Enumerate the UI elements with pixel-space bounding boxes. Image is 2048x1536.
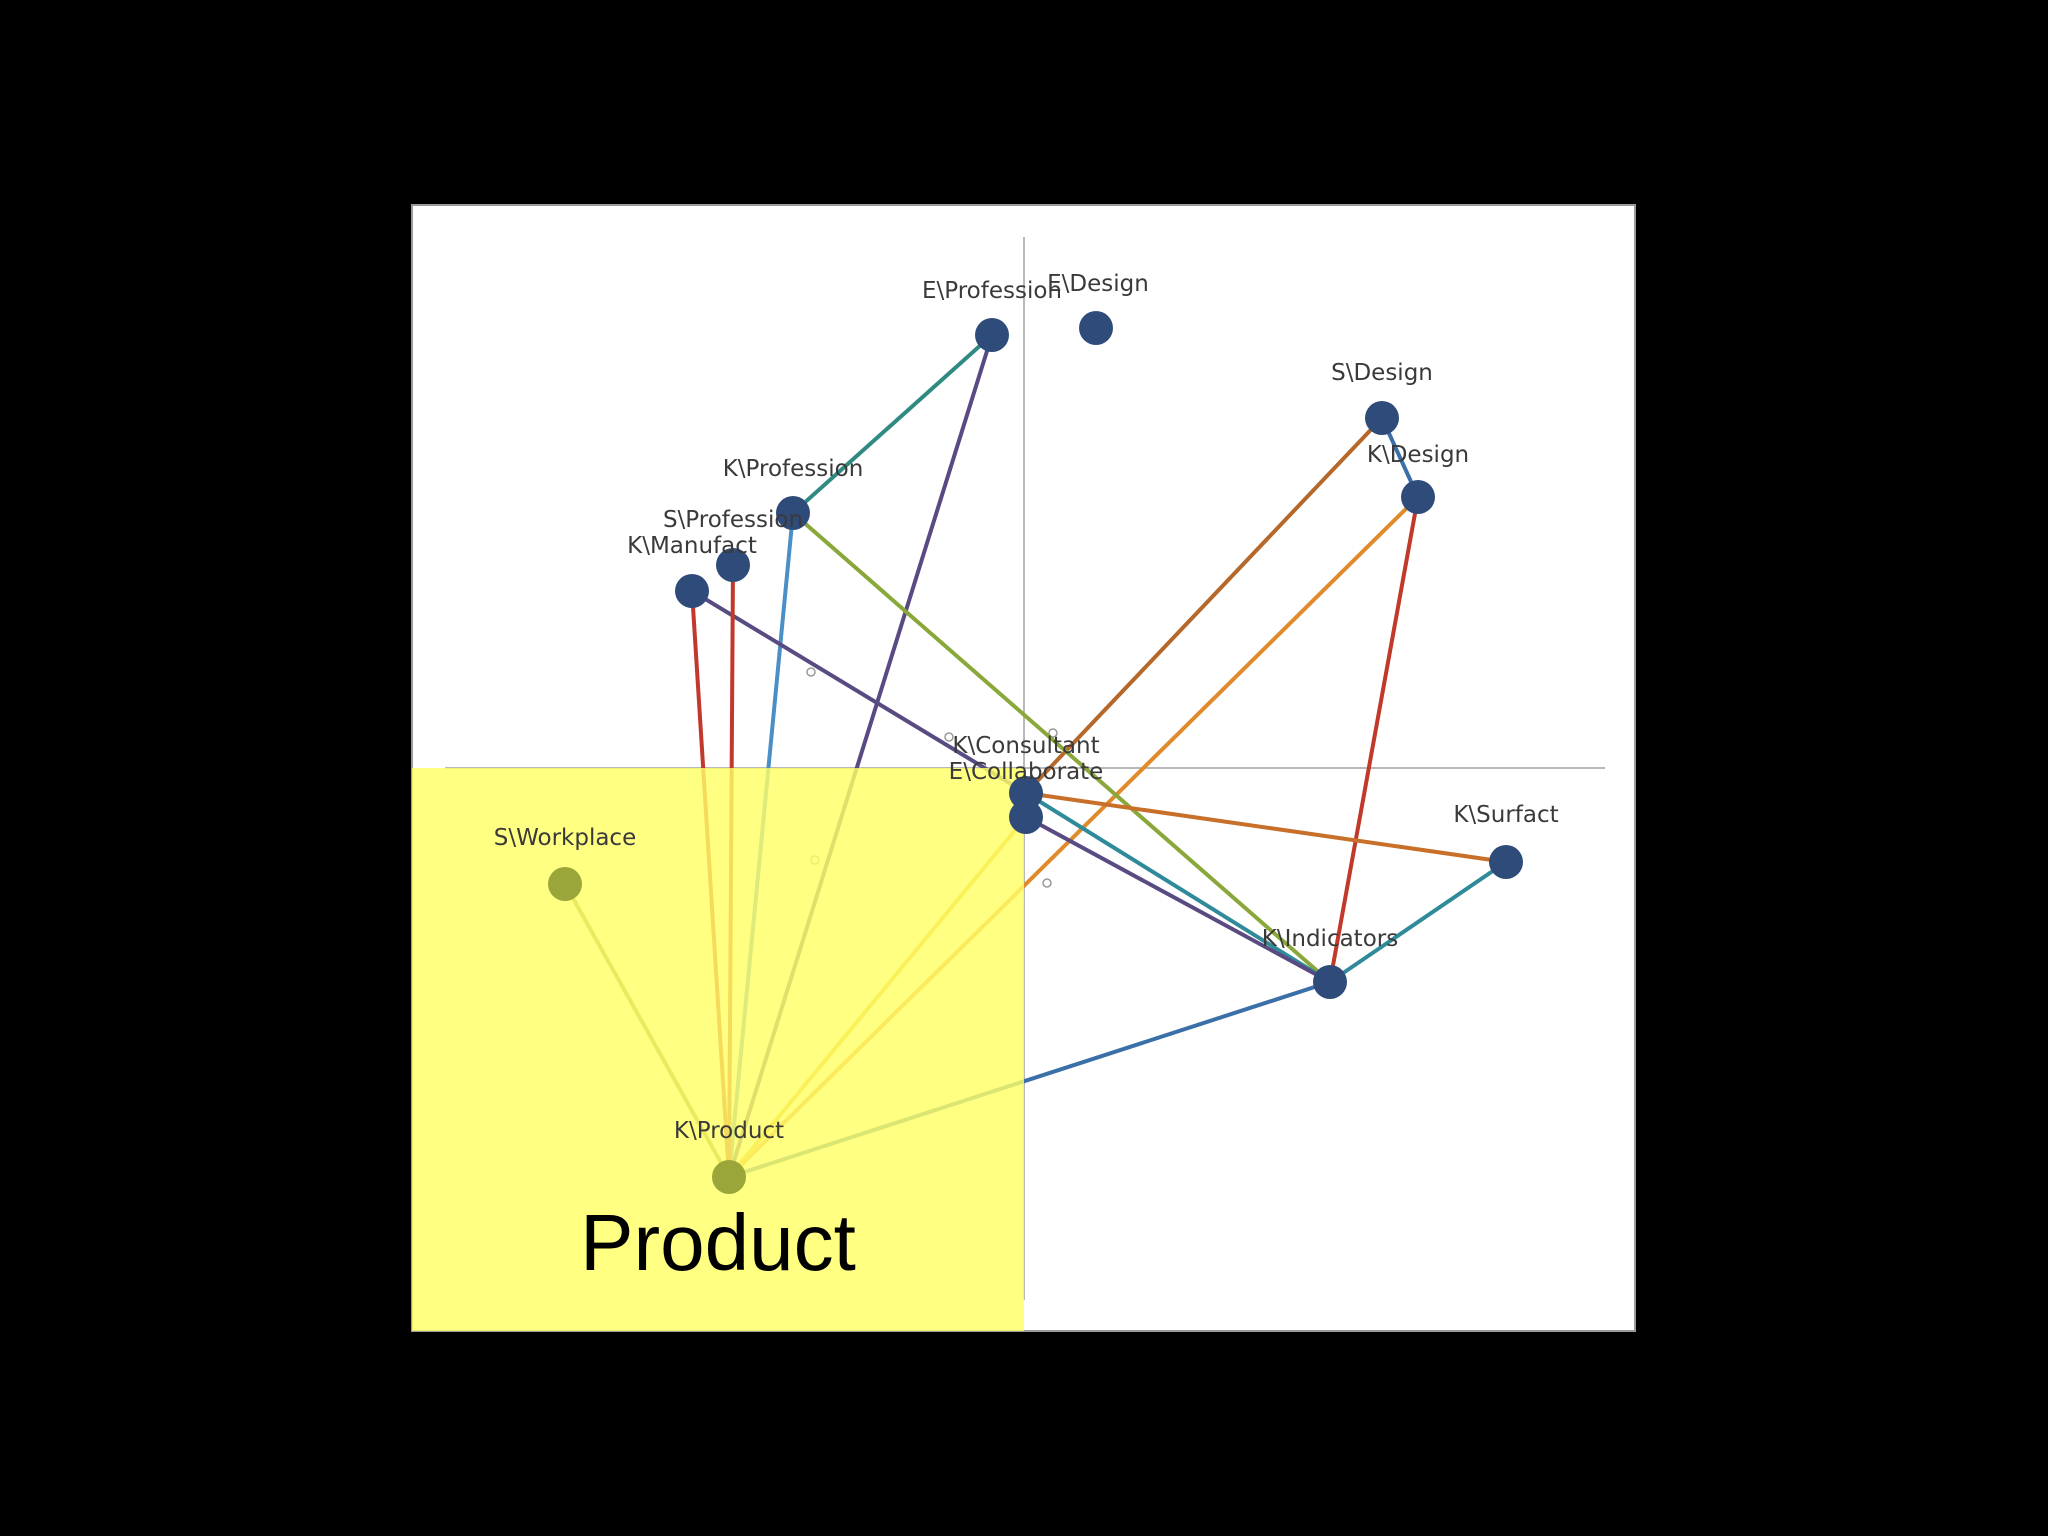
- node-k-consultant: [1009, 776, 1043, 810]
- node-k-profession: [776, 496, 810, 530]
- node-e-profession: [975, 318, 1009, 352]
- node-e-collaborate: [1009, 800, 1043, 834]
- edge-k-consultant-k-surfact: [1024, 791, 1508, 864]
- product-quadrant-highlight: [412, 768, 1024, 1331]
- node-label-e-profession: E\Profession: [922, 278, 1062, 304]
- node-label-k-surfact: K\Surfact: [1453, 802, 1558, 828]
- edge-k-design-k-indicators: [1328, 495, 1420, 984]
- node-label-k-manufact: K\Manufact: [627, 533, 757, 559]
- node-label-e-collaborate: E\Collaborate: [949, 759, 1104, 785]
- edge-e-profession-k-profession: [791, 333, 994, 515]
- node-label-s-design: S\Design: [1331, 360, 1433, 386]
- node-s-workplace: [548, 867, 582, 901]
- minor-marker: [1048, 728, 1058, 738]
- node-k-surfact: [1489, 845, 1523, 879]
- minor-marker: [806, 667, 816, 677]
- node-label-k-product: K\Product: [674, 1118, 784, 1144]
- node-label-k-indicators: K\Indicators: [1262, 926, 1398, 952]
- node-k-indicators: [1313, 965, 1347, 999]
- minor-marker: [944, 732, 954, 742]
- minor-marker: [1042, 878, 1052, 888]
- edge-e-collaborate-k-indicators: [1024, 815, 1332, 984]
- edge-k-manufact-k-consultant: [690, 589, 1028, 795]
- node-k-product: [712, 1160, 746, 1194]
- node-label-s-workplace: S\Workplace: [494, 825, 636, 851]
- edge-s-design-k-consultant: [1024, 416, 1384, 795]
- edge-k-consultant-k-indicators: [1024, 791, 1332, 984]
- node-e-design: [1079, 311, 1113, 345]
- node-label-s-profession: S\Profession: [663, 507, 803, 533]
- edge-k-profession-k-indicators: [791, 511, 1332, 984]
- nodes-layer: [548, 311, 1523, 1194]
- node-k-design: [1401, 480, 1435, 514]
- node-s-design: [1365, 401, 1399, 435]
- node-label-k-profession: K\Profession: [723, 456, 864, 482]
- quadrant-label: Product: [580, 1198, 856, 1287]
- node-s-profession: [716, 548, 750, 582]
- node-label-k-consultant: K\Consultant: [952, 733, 1099, 759]
- node-k-manufact: [675, 574, 709, 608]
- node-label-k-design: K\Design: [1367, 442, 1469, 468]
- node-label-e-design: E\Design: [1047, 271, 1149, 297]
- edge-k-surfact-k-indicators: [1328, 860, 1508, 984]
- labels-layer: E\ProfessionE\DesignS\DesignK\DesignK\Pr…: [494, 271, 1559, 1144]
